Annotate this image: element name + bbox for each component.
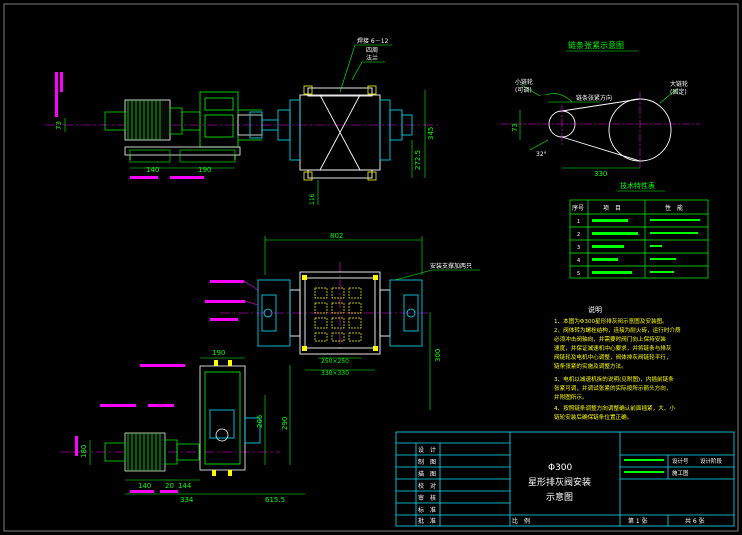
side-dim-290: 290 xyxy=(281,417,289,430)
note-line: 链条张紧的实施及调整方法。 xyxy=(554,362,627,370)
outlet-grid xyxy=(314,287,362,342)
note-line: 并附图所示。 xyxy=(554,393,588,401)
install-note: 安装支撑加两只 xyxy=(430,262,472,270)
tb-row-label: 制 图 xyxy=(418,458,436,466)
tb-info: 施工图 xyxy=(672,469,689,477)
note-line: 2、阀体转为螺栓结构，连接为耐火砖，运行时介质 xyxy=(554,326,681,334)
small-sprocket-note: (可调) xyxy=(515,86,532,94)
side-view: 190 205 290 140 20 144 334 615.5 180 xyxy=(60,349,305,504)
note-line: 4、按照链条调整方向调整确认前面插紧，大、小 xyxy=(554,404,675,412)
note-line: 链轮安装后确保链条位置正确。 xyxy=(554,413,632,421)
drawing-title-3: 示意图 xyxy=(546,491,573,503)
spec-row-no: 3 xyxy=(577,245,580,251)
spec-row-no: 1 xyxy=(577,219,580,225)
tb-row-label: 审 核 xyxy=(418,494,436,502)
note-line: 阀链轮及电机中心调整，阀体排灰阀链轮平行， xyxy=(554,353,671,361)
drawing-title-2: 星形排灰阀安装 xyxy=(528,476,591,488)
spec-table: 技术特性表 序号 项 目 性 能 1 2 3 4 5 xyxy=(569,181,709,279)
title-block: 设 计 制 图 描 图 校 对 审 核 标 准 批 准 Φ300 星形排灰阀安装… xyxy=(395,431,735,527)
spec-row-no: 2 xyxy=(577,232,580,238)
drawing-title-1: Φ300 xyxy=(548,463,573,473)
tb-footer-total: 共 6 张 xyxy=(685,517,705,525)
plan-view: 802 安装支撑加两只 250×250 330×330 300 xyxy=(205,232,480,410)
note-line: 必须冲击阀轴向，并需要时阀门向上保持安装 xyxy=(554,335,666,343)
weld-label: 焊接 6－12 xyxy=(357,37,389,45)
side-dim-140: 140 xyxy=(138,482,151,490)
side-dim-180: 180 xyxy=(80,445,88,458)
side-dim-334: 334 xyxy=(180,496,194,504)
motor-side xyxy=(104,432,200,472)
tb-row-label: 批 准 xyxy=(418,517,436,525)
tb-info: 设计阶段 xyxy=(700,457,723,465)
tb-row-label: 校 对 xyxy=(418,482,436,490)
side-dim-20: 20 xyxy=(165,482,174,490)
weld-label-2: 四周 xyxy=(366,47,378,54)
top-view: 焊接 6－12 四周 法兰 140 190 345 272.5 73 116 xyxy=(45,37,440,205)
chain-diagram: 链条张紧示意图 小链轮 (可调) 大链轮 (固定) 链条张紧方向 73 330 xyxy=(500,40,700,178)
side-dim-205: 205 xyxy=(256,415,264,428)
motor-top xyxy=(124,99,171,141)
dim-300: 300 xyxy=(434,349,442,362)
valve-top xyxy=(299,87,381,179)
spec-table-title: 技术特性表 xyxy=(620,181,655,190)
tb-footer-sheet: 第 1 张 xyxy=(628,517,648,525)
large-sprocket-label: 大链轮 xyxy=(670,80,688,88)
note-line: 速度，并保证减速机中心要求，并将链条与排灰 xyxy=(554,344,672,352)
spec-row-no: 5 xyxy=(577,271,580,277)
dim-140: 140 xyxy=(146,166,159,174)
side-dim-144: 144 xyxy=(178,482,192,490)
dim-272: 272.5 xyxy=(414,150,422,170)
tb-row-label: 设 计 xyxy=(418,446,436,454)
tb-info: 设计号 xyxy=(672,457,689,465)
tension-label: 链条张紧方向 xyxy=(576,94,612,102)
notes-block: 说明 1、本图为Φ300星形排灰阀示意图及安装图。 2、阀体转为螺栓结构，连接为… xyxy=(554,305,681,421)
tb-row-label: 标 准 xyxy=(418,506,436,514)
chain-dim-73: 73 xyxy=(511,123,519,132)
small-sprocket-label: 小链轮 xyxy=(515,78,533,86)
dim-190: 190 xyxy=(198,166,211,174)
dim-330: 330×330 xyxy=(321,370,349,377)
chain-angle: 32° xyxy=(536,151,547,158)
chain-title: 链条张紧示意图 xyxy=(568,40,624,50)
dim-116: 116 xyxy=(309,193,316,205)
note-line: 3、电机以减速机拆的说明(见附图)，内插前链条 xyxy=(554,375,674,383)
note-line: 张紧可调，并调试张紧的实际按所示箭头方向， xyxy=(554,384,671,392)
side-dim-190: 190 xyxy=(212,349,225,357)
chain-dim-330: 330 xyxy=(594,170,607,178)
side-dim-615: 615.5 xyxy=(265,496,285,504)
flange-label: 法兰 xyxy=(366,54,378,62)
dim-802: 802 xyxy=(330,232,343,240)
spec-header-perf: 性 能 xyxy=(665,204,683,212)
notes-title: 说明 xyxy=(588,305,602,314)
tb-row-label: 描 图 xyxy=(418,470,436,478)
reducer-side xyxy=(199,365,261,471)
drawing-frame xyxy=(3,3,739,532)
large-sprocket-note: (固定) xyxy=(670,88,687,96)
dim-73: 73 xyxy=(55,121,63,130)
spec-header-no: 序号 xyxy=(572,204,584,212)
spec-row-no: 4 xyxy=(577,258,580,264)
spec-header-item: 项 目 xyxy=(603,205,621,212)
tb-footer-ratio: 比 例 xyxy=(512,517,530,525)
dim-250: 250×250 xyxy=(321,358,349,365)
dim-345: 345 xyxy=(427,127,435,140)
note-line: 1、本图为Φ300星形排灰阀示意图及安装图。 xyxy=(554,317,668,325)
